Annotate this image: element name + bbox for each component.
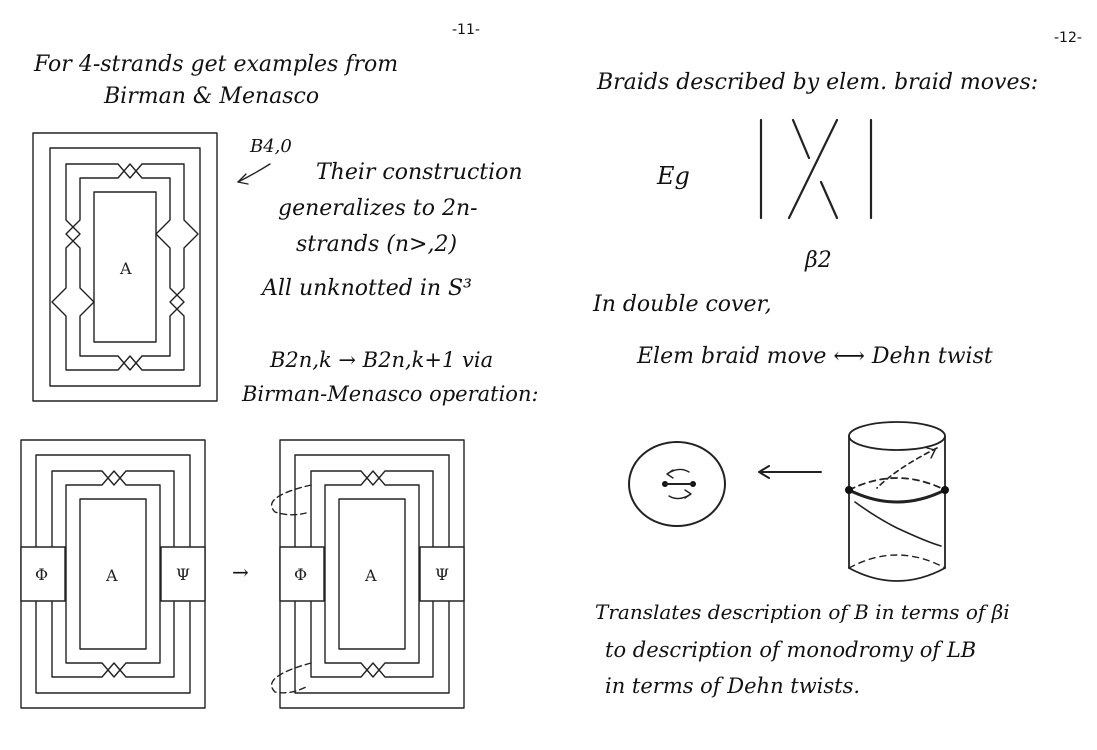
braid-diagram-top: A [32,132,218,402]
diagram-bl-left-box: Φ [35,565,48,584]
beta-label: β2 [805,248,832,273]
left-arrow-icon [758,465,822,479]
diagram-top-center-label: A [119,259,132,278]
bottom-line3: in terms of Dehn twists. [605,674,861,698]
page-number-right: -12- [1054,30,1082,46]
eg-label: Eg [657,162,690,190]
diagram-bl-right-box: Ψ [176,565,190,584]
diagram-br-right-box: Ψ [435,565,449,584]
bottom-line2: to description of monodromy of LB [605,638,977,662]
braid-label: B4,0 [250,136,292,157]
formula-line2: Birman-Menasco operation: [242,382,539,406]
diagram-br-center-label: A [364,566,377,585]
text-line2: generalizes to 2n- [278,196,478,221]
formula: B2n,k → B2n,k+1 via [270,348,494,372]
elementary-braid-icon [759,118,873,220]
cylinder-icon [845,421,949,582]
text-line4: All unknotted in S³ [262,276,472,301]
braid-diagram-bottom-right: A Φ Ψ [270,439,465,709]
bottom-line1: Translates description of B in terms of … [595,600,1010,624]
text-line3: strands (n>,2) [296,232,458,257]
braid-diagram-bottom-left: A Φ Ψ [20,439,206,709]
right-line2: In double cover, [593,292,772,317]
heading-line1: For 4-strands get examples from [34,52,399,77]
pointer-arrow-icon [237,163,271,185]
diagram-br-left-box: Φ [294,565,307,584]
text-line1: Their construction [316,160,523,185]
page-number-left: -11- [452,22,480,38]
right-line1: Braids described by elem. braid moves: [597,70,1039,95]
left-page: -11- For 4-strands get examples from Bir… [0,0,548,750]
disk-rotation-icon [628,441,726,527]
diagram-bl-center-label: A [105,566,118,585]
transition-arrow: → [232,560,249,584]
heading-line2: Birman & Menasco [104,84,320,109]
right-line3: Elem braid move ⟷ Dehn twist [637,344,993,369]
right-page: -12- Braids described by elem. braid mov… [549,0,1097,750]
